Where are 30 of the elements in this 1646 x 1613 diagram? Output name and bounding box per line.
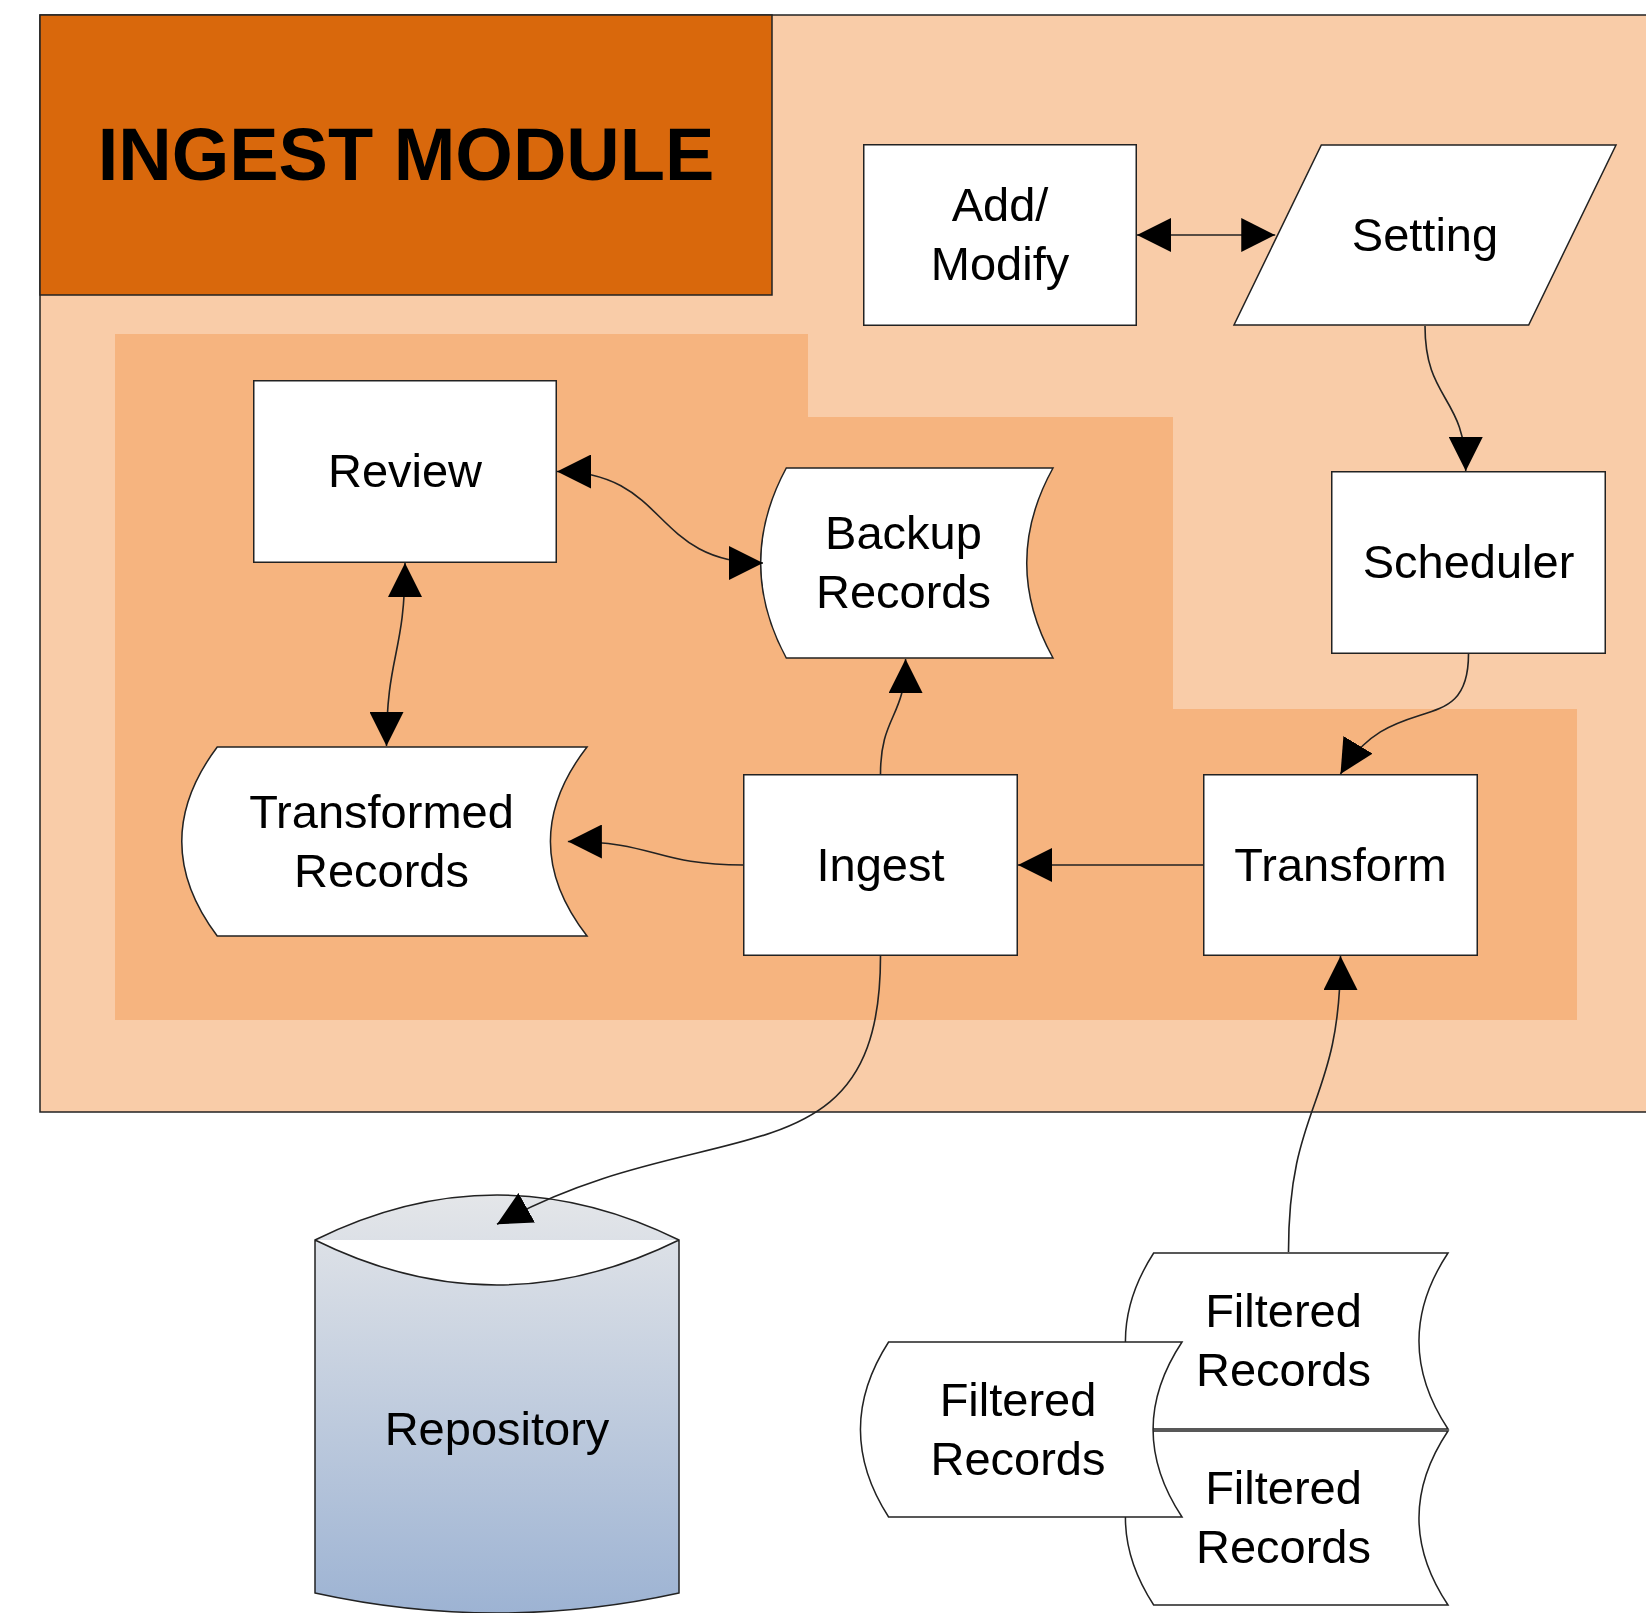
node-label: Filtered Records bbox=[1195, 1460, 1372, 1575]
module-title: INGEST MODULE bbox=[97, 111, 715, 198]
arrow bbox=[1017, 848, 1204, 882]
node-label: Scheduler bbox=[1362, 534, 1575, 591]
process-box bbox=[253, 380, 557, 563]
arrow bbox=[496, 955, 882, 1226]
node-label: Filtered Records bbox=[1195, 1283, 1372, 1398]
arrow bbox=[1424, 325, 1482, 472]
process-box bbox=[1203, 774, 1478, 956]
title-box bbox=[40, 15, 772, 295]
node-label: Filtered Records bbox=[929, 1371, 1107, 1487]
process-box bbox=[863, 144, 1137, 326]
arrow bbox=[556, 456, 764, 578]
data-parallelogram bbox=[1233, 144, 1617, 326]
node-label: Transform bbox=[1234, 836, 1447, 893]
arrow bbox=[879, 658, 922, 775]
arrow bbox=[1287, 955, 1357, 1253]
node-label: Ingest bbox=[816, 836, 945, 893]
node-label: Backup Records bbox=[815, 505, 992, 620]
process-box bbox=[743, 774, 1018, 956]
node-label: Add/ Modify bbox=[929, 177, 1071, 292]
database-cylinder bbox=[314, 1195, 680, 1613]
process-box bbox=[1331, 471, 1606, 654]
arrow bbox=[370, 562, 422, 747]
arrow bbox=[567, 825, 744, 866]
arrow bbox=[1339, 653, 1470, 775]
node-label: Review bbox=[327, 443, 483, 500]
node-label: Repository bbox=[384, 1400, 610, 1457]
node-label: Setting bbox=[1351, 206, 1499, 263]
arrow bbox=[1136, 218, 1277, 252]
